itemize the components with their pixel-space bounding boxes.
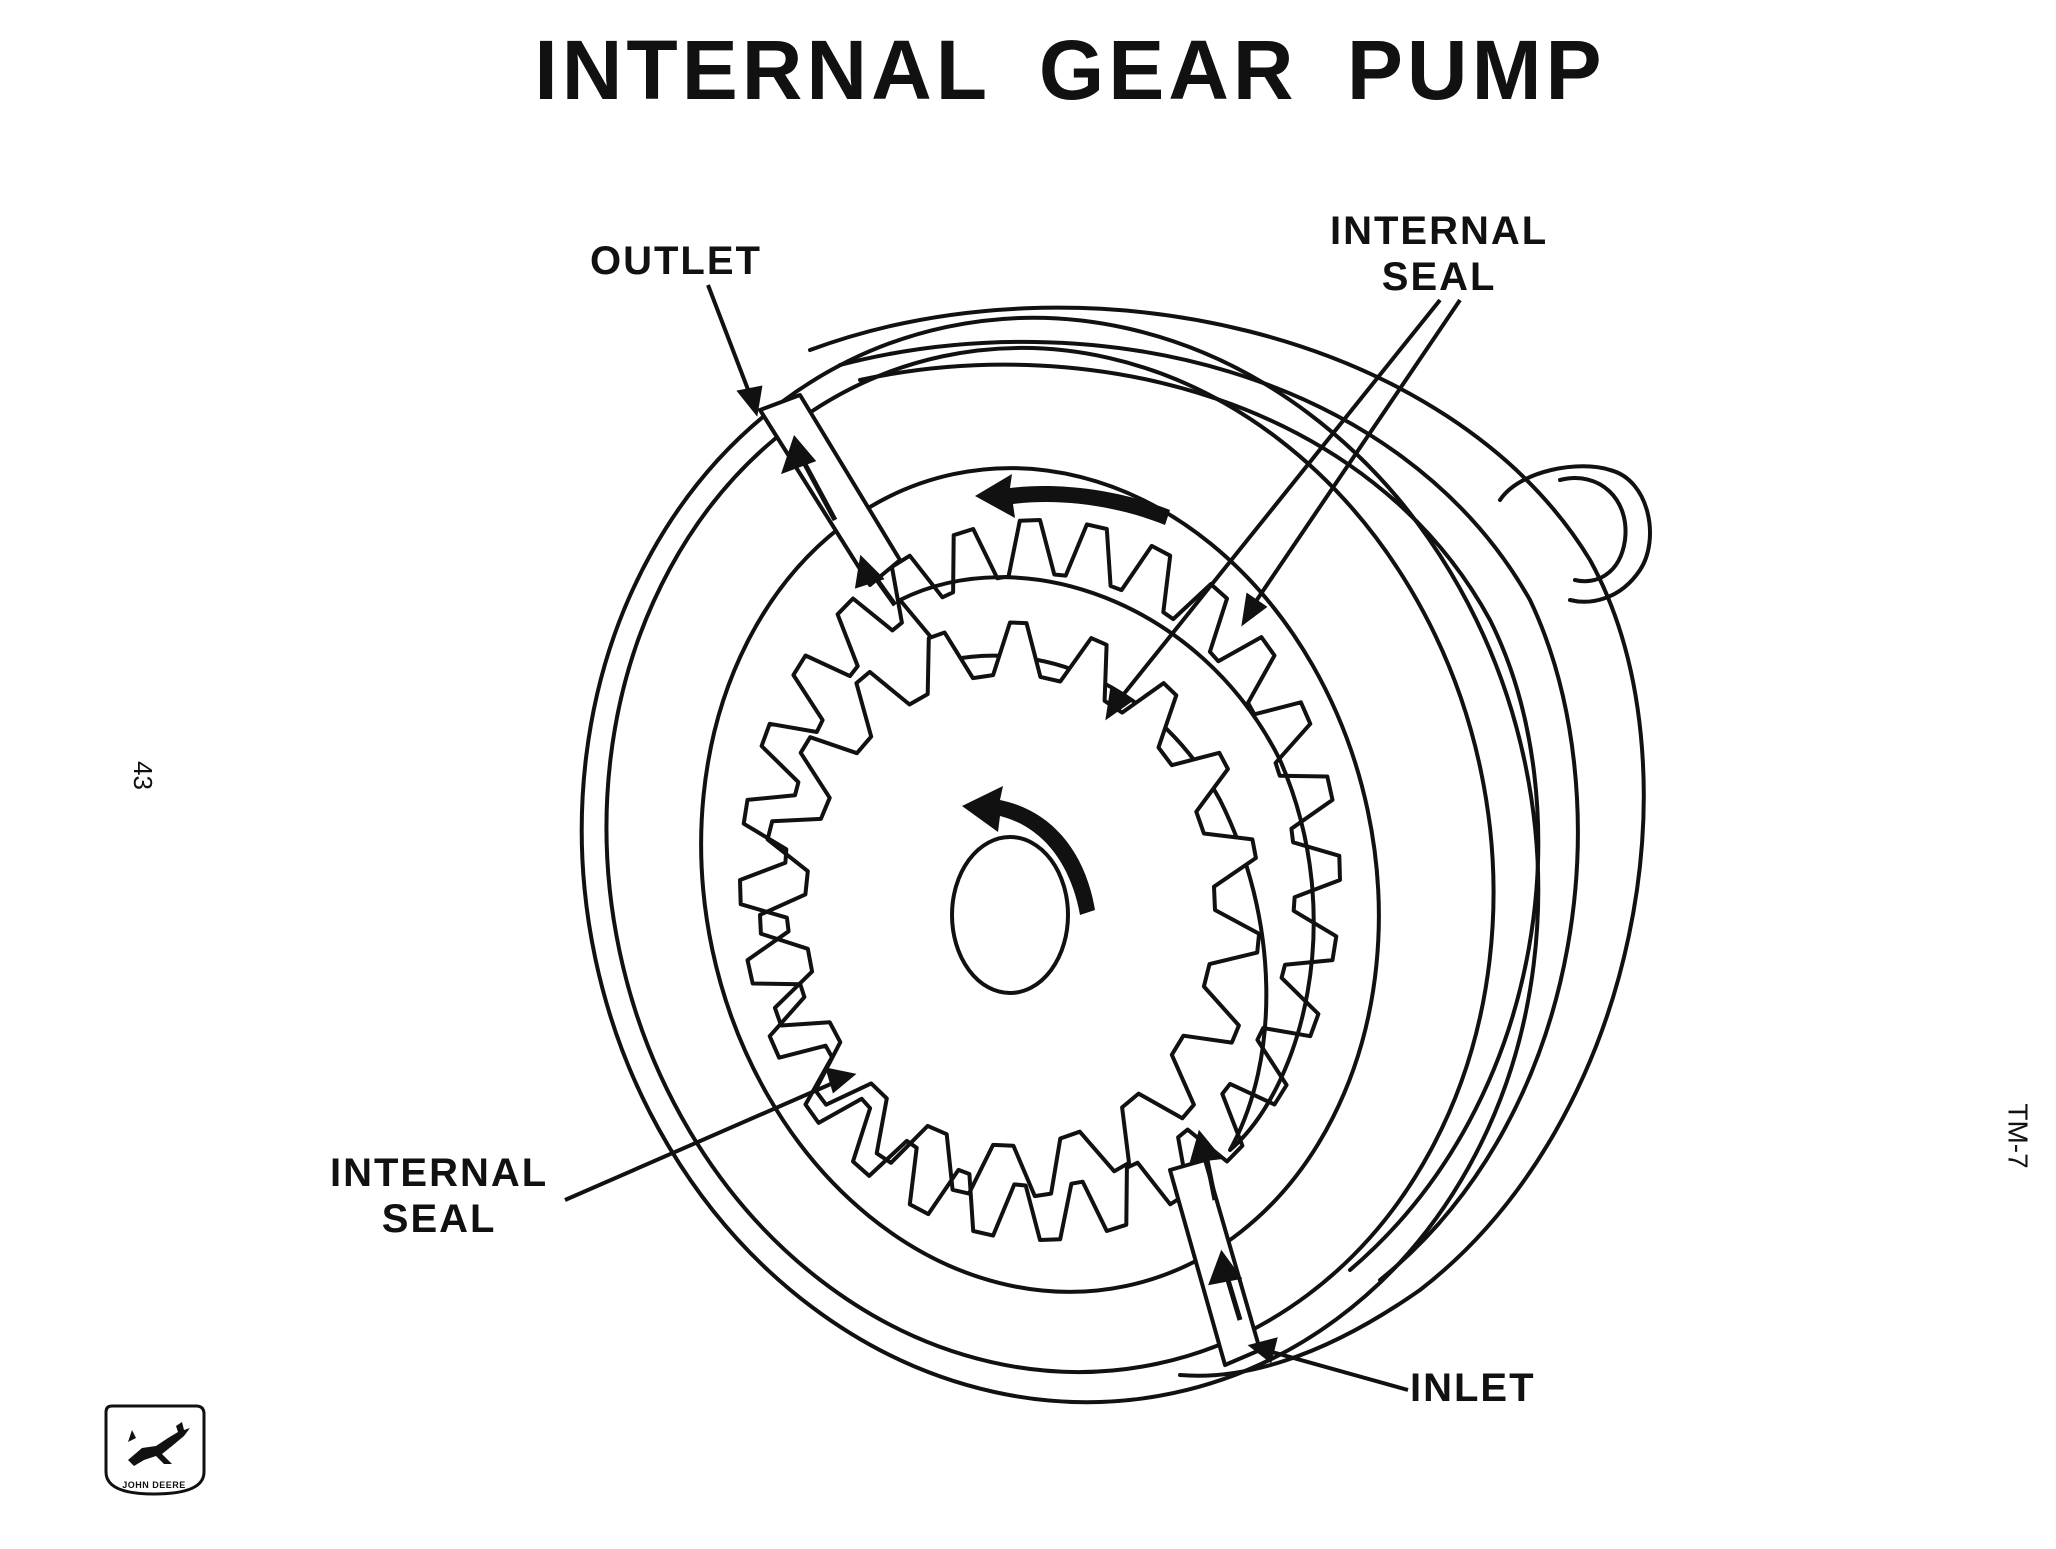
inlet-label: INLET [1410,1366,1536,1410]
page-number: 43 [127,761,158,790]
internal-seal-label-left-line2: SEAL [381,1197,497,1241]
seal-top-leader-a [1113,298,1442,707]
inlet-leader [1264,1348,1409,1392]
document-code: TM-7 [2002,1103,2034,1169]
outlet-label: OUTLET [590,239,762,283]
pump-shaft-end [1558,476,1628,584]
internal-seal-label-left: INTERNAL SEAL [330,1150,548,1242]
seal-top-leader-b [1248,298,1462,612]
pump-housing-rim-2 [838,339,1580,1282]
internal-seal-label-left-line1: INTERNAL [330,1151,549,1195]
leaping-deer-icon [104,1404,206,1496]
pump-front-face [579,315,1541,1405]
outlet-leader [706,284,754,401]
pump-housing-back [808,305,1646,1378]
outlet-flow-arrow [797,453,838,522]
pump-front-face-inner [604,346,1496,1374]
internal-seal-label-top: INTERNAL SEAL [1330,208,1548,300]
diagram-title: INTERNAL GEAR PUMP [534,23,1606,117]
john-deere-logo: JOHN DEERE [98,1402,210,1498]
drive-shaft-bore [950,835,1070,995]
internal-seal-label-top-line2: SEAL [1381,255,1497,299]
pump-housing-rim-3 [858,362,1541,1272]
internal-seal-label-top-line1: INTERNAL [1330,209,1549,253]
gear-rotation-arrow [962,786,1095,915]
ring-rotation-arrow [975,474,1170,525]
ring-gear-bore [699,466,1381,1294]
seal-left-leader [564,1078,841,1202]
outlet-passage [758,393,902,587]
pump-shaft-stub [1498,464,1652,604]
logo-text: JOHN DEERE [122,1480,186,1490]
